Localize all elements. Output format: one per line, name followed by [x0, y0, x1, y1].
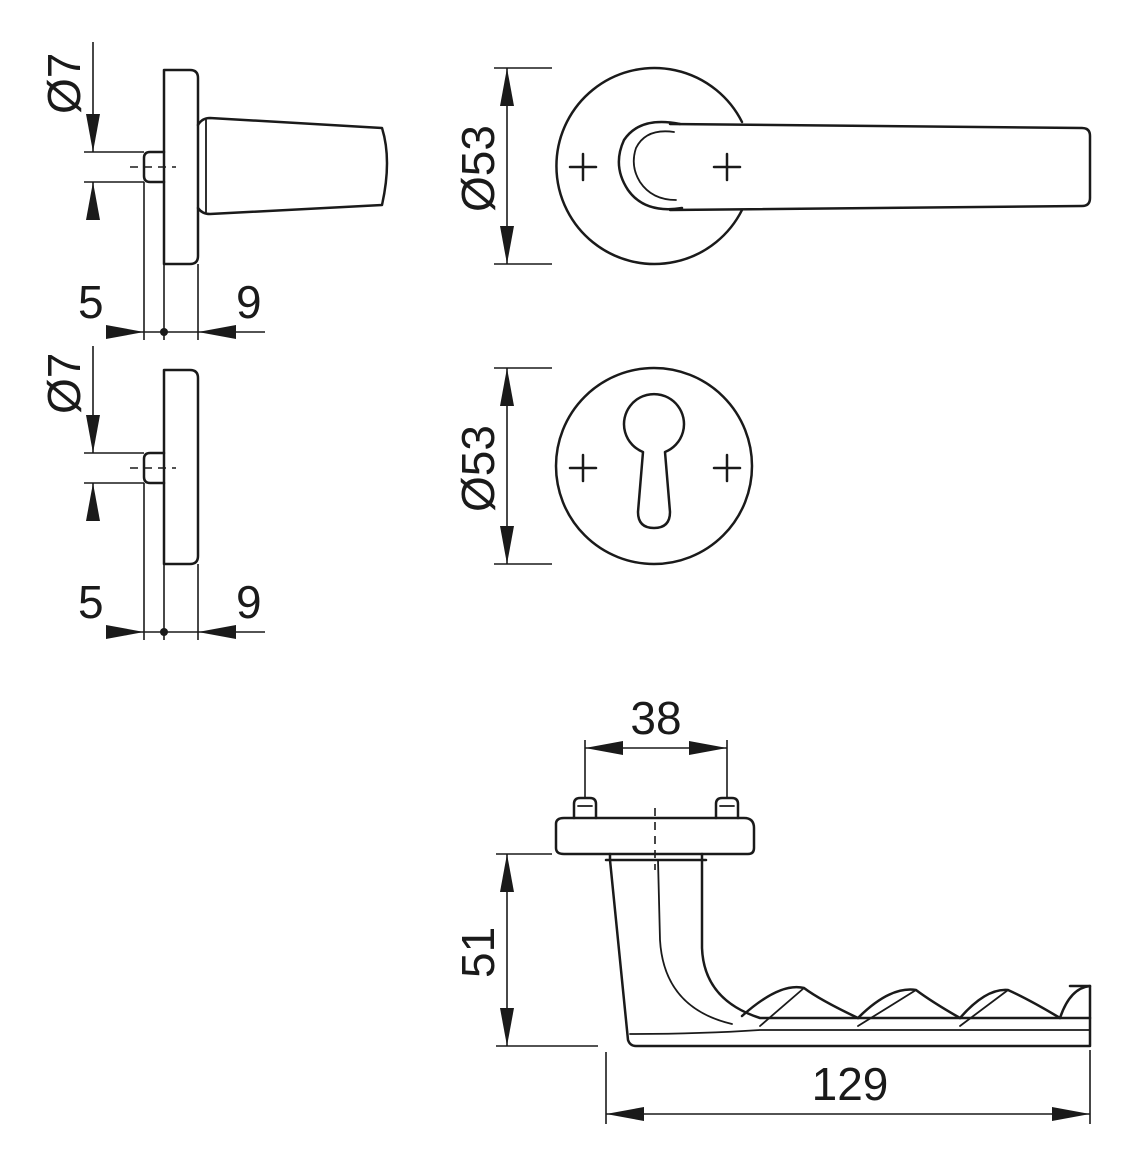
rose-side-view [84, 68, 389, 340]
rose-pin-diameter-label: Ø7 [38, 53, 90, 114]
rose-pin-diameter-dimension: Ø7 [38, 42, 100, 220]
rose-left-offset-label: 5 [78, 276, 104, 328]
lever-height-label: 51 [452, 927, 504, 978]
escutcheon-right-offset-label: 9 [236, 576, 262, 628]
escutcheon-diameter-dimension: Ø53 [452, 368, 514, 564]
escutcheon-side-view [84, 368, 200, 640]
escutcheon-offset-dimension: 5 9 [78, 576, 265, 639]
escutcheon-pin-diameter-dimension: Ø7 [38, 346, 100, 521]
rose-diameter-label: Ø53 [452, 125, 504, 212]
screw-spacing-label: 38 [630, 692, 681, 744]
rose-front-view [494, 66, 1092, 266]
escutcheon-front-view [494, 366, 754, 566]
lever-length-dimension: 129 [606, 1058, 1090, 1121]
escutcheon-diameter-label: Ø53 [452, 425, 504, 512]
lever-length-label: 129 [812, 1058, 889, 1110]
rose-right-offset-label: 9 [236, 276, 262, 328]
escutcheon-left-offset-label: 5 [78, 576, 104, 628]
lever-top-view [496, 740, 1092, 1124]
rose-offset-dimension: 5 9 [78, 276, 265, 339]
lever-height-dimension: 51 [452, 854, 514, 1046]
rose-diameter-dimension: Ø53 [452, 68, 514, 264]
escutcheon-pin-diameter-label: Ø7 [38, 353, 90, 414]
screw-spacing-dimension: 38 [585, 692, 727, 755]
